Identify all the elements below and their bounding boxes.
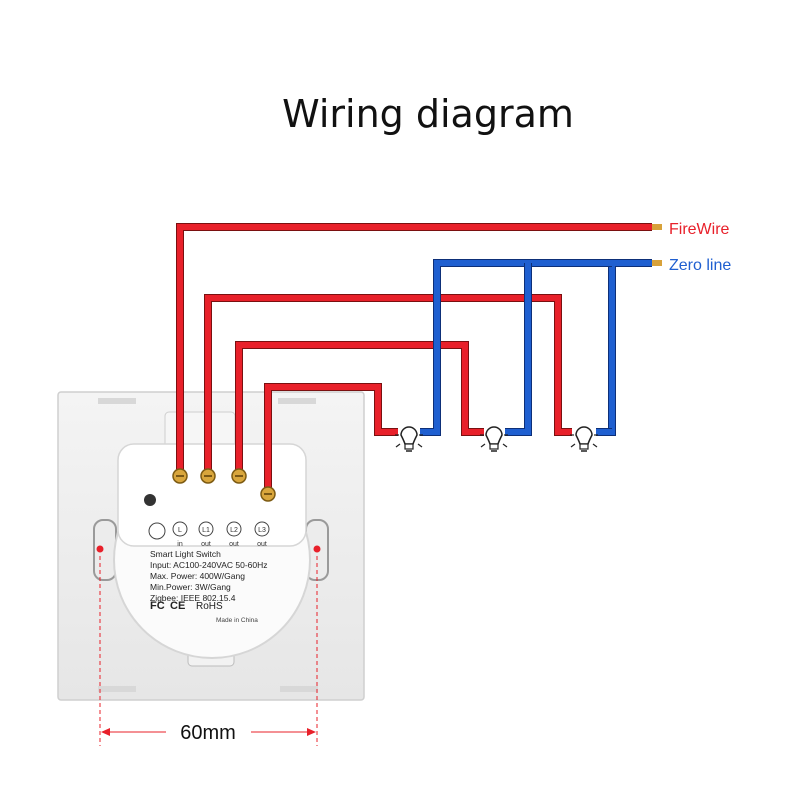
label-input: Input: AC100-240VAC 50-60Hz <box>150 560 268 570</box>
light-bulb-3-part-2 <box>579 443 589 450</box>
zero-line-label: Zero line <box>669 257 731 274</box>
switch-module <box>113 411 311 667</box>
light-bulb-1-part-4 <box>395 443 401 448</box>
red-wire-l2 <box>236 342 484 472</box>
terminal-markings: L L1 L2 L3 in out out out <box>148 521 270 548</box>
firewire-copper-tip <box>652 224 662 230</box>
light-bulb-icon <box>570 426 598 452</box>
terminal-code-l2: L2 <box>230 527 238 534</box>
terminal-role-l2: out <box>229 541 239 548</box>
firewire-line-in <box>177 224 652 472</box>
terminal-code-l3: L3 <box>258 527 266 534</box>
terminal-role-l1: out <box>201 541 211 548</box>
terminal-screws <box>172 468 276 502</box>
dimension-marker: 60mm <box>99 556 318 746</box>
zero-line-bulb-2 <box>505 263 531 435</box>
light-bulb-2-part-5 <box>502 443 508 448</box>
cert-ce-logo: CE <box>170 600 185 612</box>
light-bulbs <box>395 426 598 452</box>
light-bulb-3-part-4 <box>570 443 576 448</box>
light-bulb-3-part-5 <box>592 443 598 448</box>
label-max-power: Max. Power: 400W/Gang <box>150 571 245 581</box>
light-bulb-2-part-4 <box>480 443 486 448</box>
terminal-code-l1: L1 <box>202 527 210 534</box>
light-bulb-1-part-5 <box>417 443 423 448</box>
label-min-power: Min.Power: 3W/Gang <box>150 582 231 592</box>
light-bulb-2-part-1 <box>485 426 503 445</box>
label-zigbee: Zigbee: IEEE 802.15.4 <box>150 593 236 603</box>
zero-line-copper-tip <box>652 260 662 266</box>
left-mounting-clip <box>93 519 117 581</box>
zero-line-main <box>596 260 652 435</box>
terminal-role-l3: out <box>257 541 267 548</box>
light-bulb-1-part-1 <box>400 426 418 445</box>
cert-fc-logo: FC <box>150 600 165 612</box>
zero-line-main-outline <box>596 259 652 436</box>
wiring <box>176 223 662 488</box>
terminal-code-l: L <box>178 527 182 534</box>
page-title: Wiring diagram <box>282 92 574 136</box>
label-made-in: Made in China <box>216 617 258 624</box>
product-label: Smart Light Switch Input: AC100-240VAC 5… <box>150 549 268 624</box>
light-bulb-2-part-2 <box>489 443 499 450</box>
light-bulb-3-part-1 <box>575 426 593 445</box>
terminal-role-l: in <box>177 541 183 548</box>
cert-rohs-text: RoHS <box>196 601 223 612</box>
zero-line-bulb-2-outline <box>505 263 532 436</box>
label-product: Smart Light Switch <box>150 549 221 559</box>
firewire-label: FireWire <box>669 221 730 238</box>
red-wire-l3 <box>265 384 398 488</box>
red-wire-l1 <box>205 295 572 472</box>
light-bulb-icon <box>480 426 508 452</box>
light-bulb-1-part-2 <box>404 443 414 450</box>
dimension-label: 60mm <box>180 722 236 744</box>
light-bulb-icon <box>395 426 423 452</box>
